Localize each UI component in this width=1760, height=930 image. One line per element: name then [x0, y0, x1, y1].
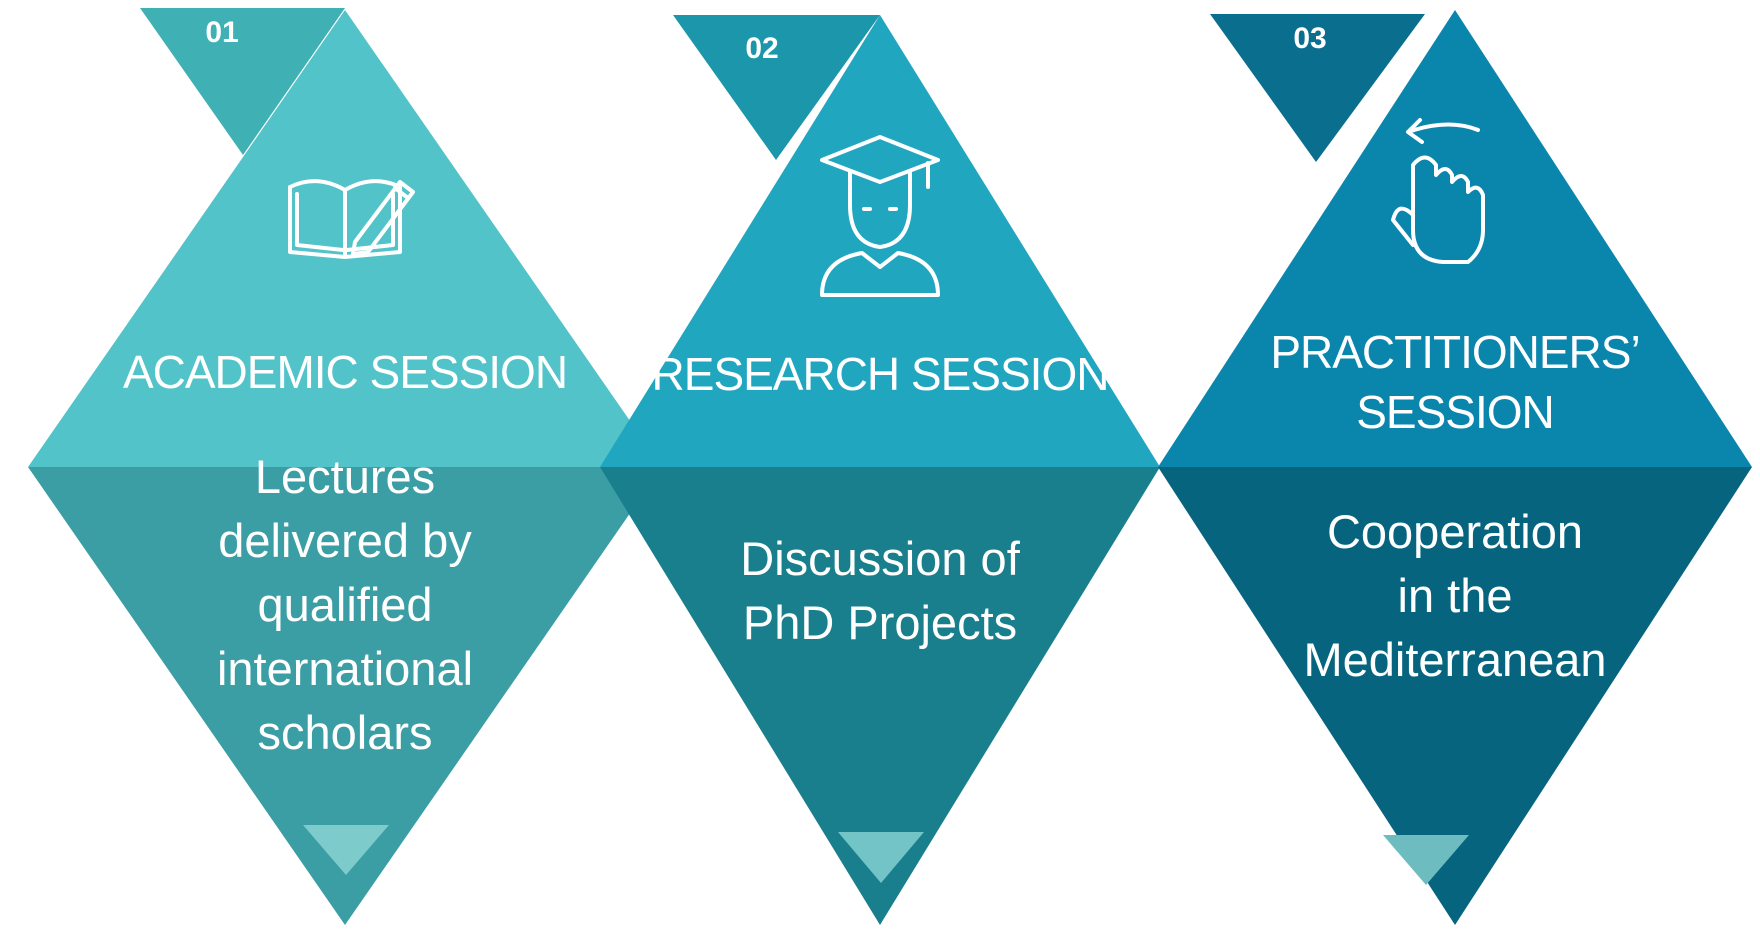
- session-description: scholars: [257, 706, 432, 759]
- session-description: Discussion of: [740, 532, 1020, 585]
- session-number: 01: [205, 16, 238, 49]
- graduate-student-icon: [820, 135, 940, 297]
- down-marker-icon: [1383, 835, 1469, 885]
- session-title: RESEARCH SESSION: [652, 348, 1109, 400]
- number-tab: [673, 15, 880, 160]
- session-body-triangle: [28, 467, 662, 925]
- session-description: delivered by: [218, 514, 472, 567]
- session-body-triangle: [600, 467, 1160, 925]
- session-description: international: [217, 642, 473, 695]
- session-description: Lectures: [255, 450, 435, 503]
- session-number: 02: [745, 32, 778, 65]
- swipe-hand-icon: [1391, 118, 1485, 264]
- book-pencil-icon: [288, 179, 415, 259]
- session-header-triangle: [1158, 10, 1752, 467]
- session-description: in the: [1398, 569, 1513, 622]
- session-title: PRACTITIONERS’: [1270, 326, 1639, 378]
- session-header-triangle: [600, 15, 1160, 467]
- session-description: PhD Projects: [743, 596, 1017, 649]
- number-tab: [140, 8, 345, 155]
- session-body-triangle: [1158, 467, 1752, 925]
- session-description: Cooperation: [1327, 505, 1583, 558]
- session-description: Mediterranean: [1303, 633, 1606, 686]
- down-marker-icon: [838, 832, 924, 883]
- session-description: qualified: [257, 578, 432, 631]
- session-number: 03: [1293, 22, 1326, 55]
- down-marker-icon: [303, 825, 389, 875]
- session-title: SESSION: [1356, 386, 1554, 438]
- number-tab: [1210, 14, 1425, 162]
- session-title: ACADEMIC SESSION: [123, 346, 567, 398]
